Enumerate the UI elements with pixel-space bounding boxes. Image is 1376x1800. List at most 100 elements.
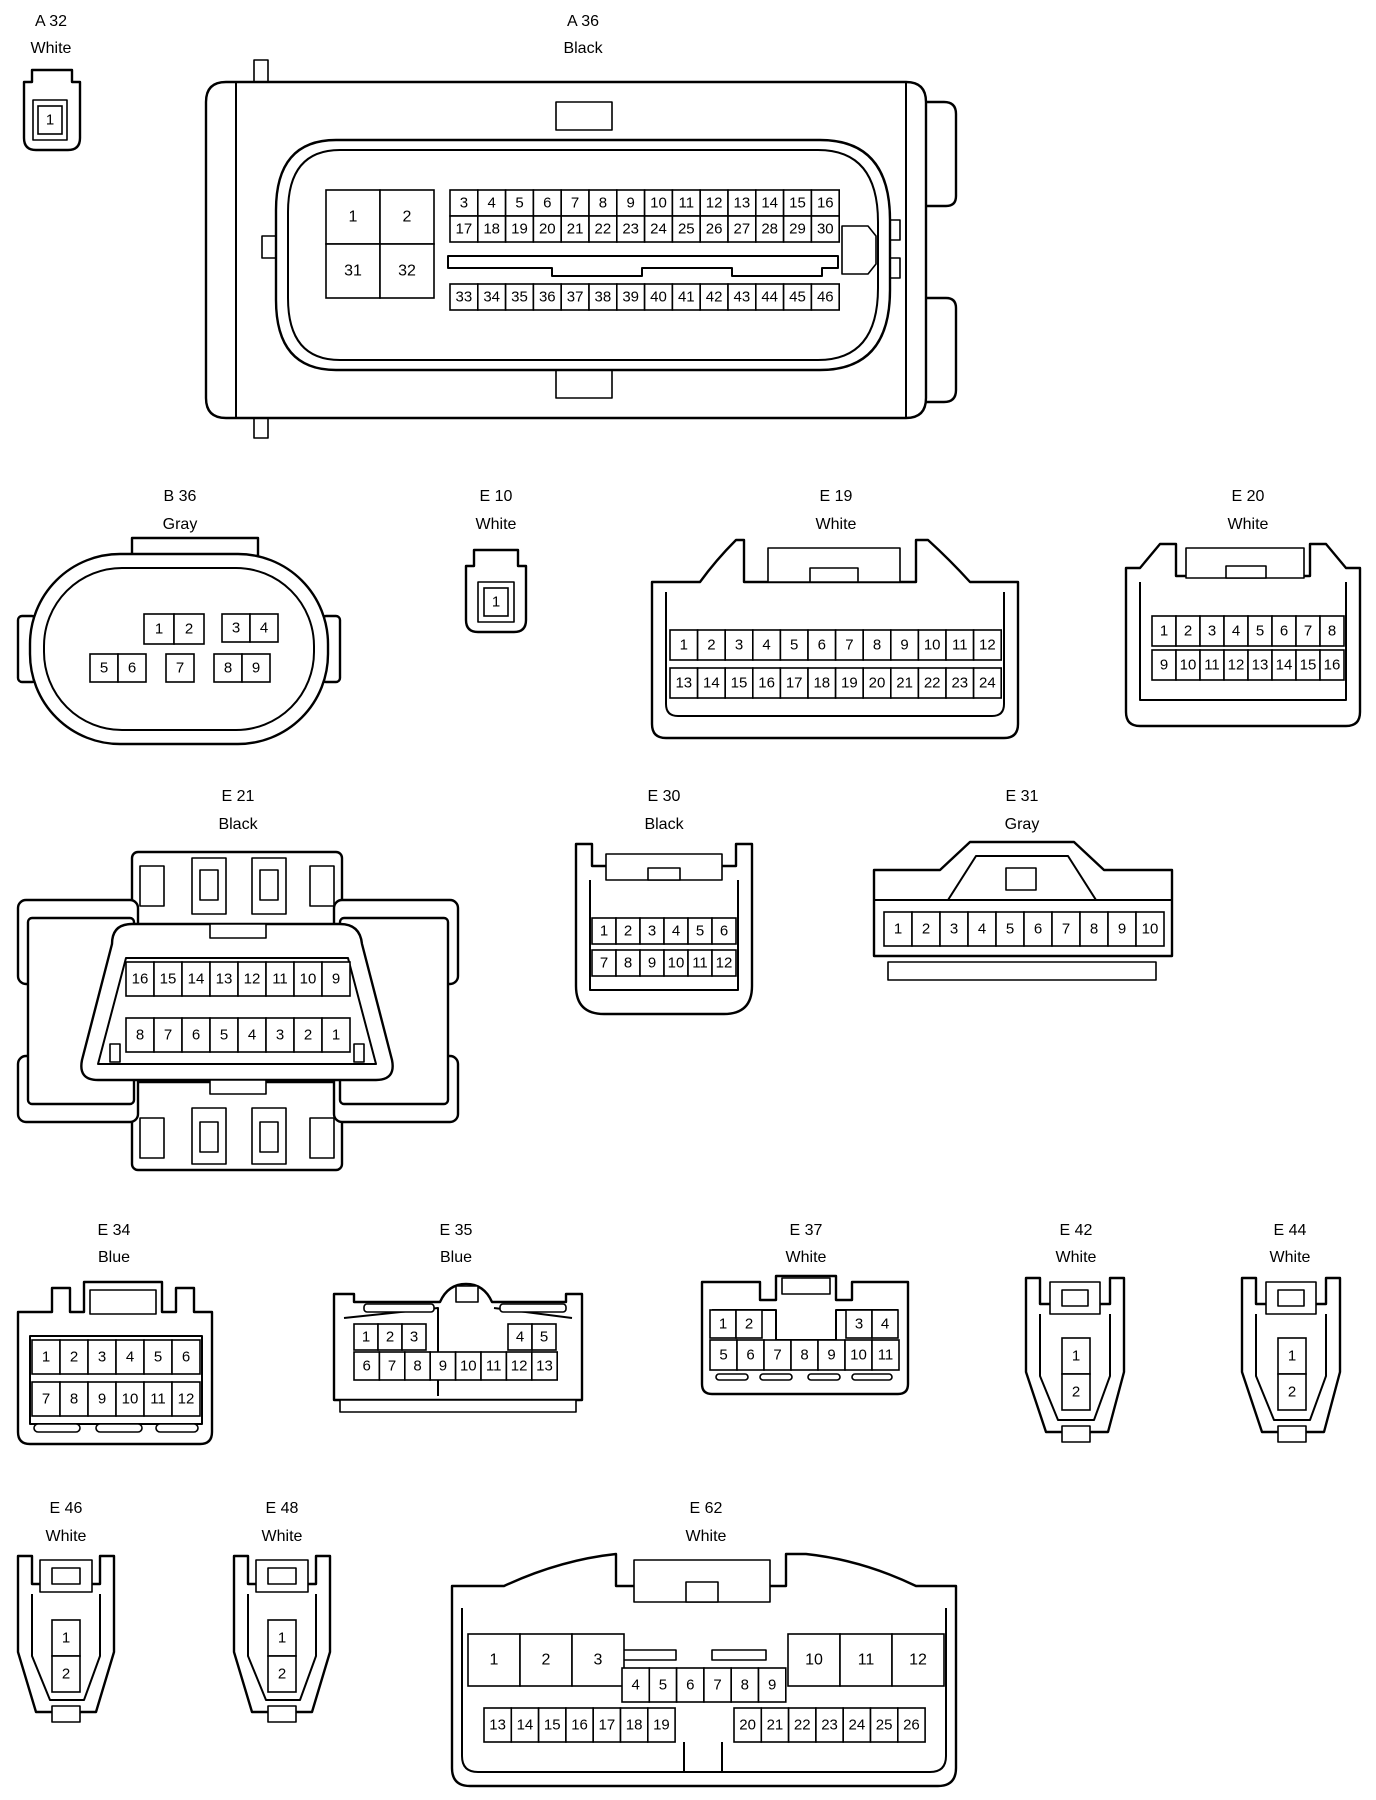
connector-e19-color: White bbox=[816, 516, 857, 533]
a36-pin-45-box bbox=[782, 283, 813, 311]
e20-pin-10-box bbox=[1175, 649, 1201, 681]
e31-pin-3-box bbox=[939, 911, 969, 947]
e30-pin-10: 10 bbox=[668, 955, 685, 972]
e62-pin-23-box bbox=[815, 1707, 845, 1743]
e35-pin-13-box bbox=[530, 1351, 558, 1381]
e19-pin-4-box bbox=[751, 629, 782, 661]
a36-pin-31: 31 bbox=[344, 263, 362, 280]
e19-pin-1: 1 bbox=[680, 637, 688, 654]
e34-pin-7: 7 bbox=[42, 1391, 50, 1408]
a36-pin-18: 18 bbox=[483, 221, 500, 238]
e34-pin-2: 2 bbox=[70, 1349, 78, 1366]
a36-pin-16: 16 bbox=[817, 195, 834, 212]
connector-e48-color: White bbox=[262, 1528, 303, 1545]
connector-e62-color: White bbox=[686, 1528, 727, 1545]
a36-pin-7: 7 bbox=[571, 195, 579, 212]
a36-pin-11: 11 bbox=[679, 195, 695, 212]
a36-pin-10: 10 bbox=[650, 195, 667, 212]
e31-pin-2-box bbox=[911, 911, 941, 947]
a36-pin-27: 27 bbox=[734, 221, 751, 238]
e31-pin-3: 3 bbox=[950, 921, 958, 938]
e30-pin-2-box bbox=[615, 917, 641, 945]
e31-pin-10: 10 bbox=[1142, 921, 1159, 938]
e19-pin-7: 7 bbox=[845, 637, 853, 654]
a36-pin-20-box bbox=[532, 215, 563, 243]
connector-e62-id: E 62 bbox=[690, 1500, 723, 1517]
b36-pin-7: 7 bbox=[176, 660, 184, 677]
connector-e10: E 10 White 1 bbox=[464, 488, 528, 634]
e21-pin-1: 1 bbox=[332, 1027, 340, 1044]
e30-pin-4: 4 bbox=[672, 923, 680, 940]
e48-pin-2: 2 bbox=[278, 1666, 286, 1683]
e37-pin-7: 7 bbox=[773, 1347, 781, 1364]
a36-pin-37: 37 bbox=[567, 289, 584, 306]
e62-pin-10: 10 bbox=[805, 1652, 823, 1669]
e34-pin-12: 12 bbox=[178, 1391, 195, 1408]
connector-e46-pins: 12 bbox=[51, 1619, 81, 1693]
connector-e44-pins: 12 bbox=[1277, 1337, 1307, 1411]
e37-pin-5: 5 bbox=[719, 1347, 727, 1364]
e35-pin-10-box bbox=[454, 1351, 482, 1381]
a36-pin-3: 3 bbox=[460, 195, 468, 212]
e31-pin-4-box bbox=[967, 911, 997, 947]
connector-e37-id: E 37 bbox=[790, 1222, 823, 1239]
connector-e46-id: E 46 bbox=[50, 1500, 83, 1517]
e62-pin-17-box bbox=[592, 1707, 622, 1743]
e20-pin-7-box bbox=[1295, 615, 1321, 647]
e62-pin-15-box bbox=[537, 1707, 567, 1743]
e35-pin-12: 12 bbox=[511, 1358, 528, 1375]
e62-pin-6-box bbox=[675, 1667, 705, 1703]
e30-pin-2: 2 bbox=[624, 923, 632, 940]
e19-pin-9: 9 bbox=[900, 637, 908, 654]
e20-pin-8-box bbox=[1319, 615, 1345, 647]
a36-pin-9: 9 bbox=[627, 195, 635, 212]
connector-e48-pins: 12 bbox=[267, 1619, 297, 1693]
e42-pin-1: 1 bbox=[1072, 1348, 1080, 1365]
a36-pin-34: 34 bbox=[483, 289, 500, 306]
e34-pin-7-box bbox=[31, 1381, 61, 1417]
connector-a36-id: A 36 bbox=[567, 13, 599, 30]
a36-pin-6-box bbox=[532, 189, 563, 217]
a36-pin-20: 20 bbox=[539, 221, 556, 238]
a36-pin-29-box bbox=[782, 215, 813, 243]
e30-pin-8: 8 bbox=[624, 955, 632, 972]
e21-pin-12-box bbox=[237, 961, 267, 997]
e19-pin-3: 3 bbox=[735, 637, 743, 654]
connector-a32-color: White bbox=[31, 40, 72, 57]
e62-pin-15: 15 bbox=[544, 1717, 561, 1734]
a36-pin-43-box bbox=[727, 283, 757, 311]
e62-pin-18: 18 bbox=[626, 1717, 643, 1734]
e21-pin-9: 9 bbox=[332, 971, 340, 988]
e62-pin-14: 14 bbox=[517, 1717, 534, 1734]
e20-pin-9-box bbox=[1151, 649, 1177, 681]
a36-pin-19-box bbox=[504, 215, 535, 243]
e46-pin-2-box bbox=[51, 1655, 81, 1693]
e35-pin-3-box bbox=[401, 1323, 427, 1351]
connector-e10-pin: 1 bbox=[492, 594, 500, 611]
e34-pin-10-box bbox=[115, 1381, 145, 1417]
connector-e44: E 44 White 12 bbox=[1240, 1222, 1342, 1443]
connector-e42-pins: 12 bbox=[1061, 1337, 1091, 1411]
a36-pin-32: 32 bbox=[398, 263, 416, 280]
connector-e42-id: E 42 bbox=[1060, 1222, 1093, 1239]
connector-e10-color: White bbox=[476, 516, 517, 533]
e19-pin-21: 21 bbox=[896, 675, 913, 692]
e19-pin-13: 13 bbox=[675, 675, 692, 692]
a36-pin-19: 19 bbox=[511, 221, 528, 238]
e37-pin-8-box bbox=[790, 1339, 819, 1371]
e37-pin-4: 4 bbox=[881, 1316, 889, 1333]
e62-pin-11: 11 bbox=[858, 1652, 875, 1669]
e62-pin-1-box bbox=[467, 1633, 521, 1687]
connector-e37-color: White bbox=[786, 1249, 827, 1266]
a36-pin-29: 29 bbox=[789, 221, 806, 238]
e37-pin-6-box bbox=[736, 1339, 765, 1371]
e35-pin-11: 11 bbox=[486, 1358, 502, 1375]
e19-pin-4: 4 bbox=[762, 637, 770, 654]
